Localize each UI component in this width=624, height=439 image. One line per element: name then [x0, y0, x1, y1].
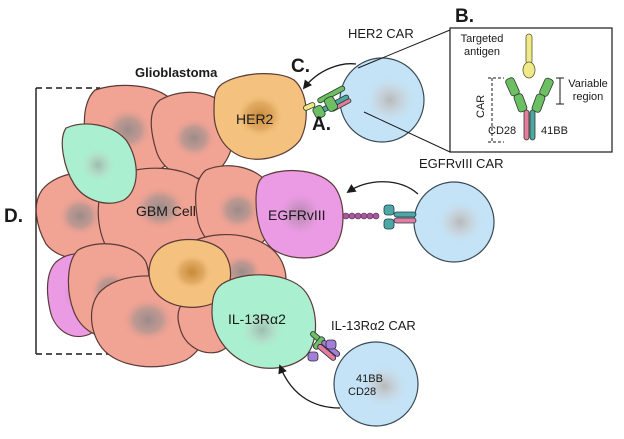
egfrviii-car-title: EGFRvIII CAR — [419, 156, 504, 171]
inset-bracket-variable-region — [556, 77, 564, 105]
il13ra2-cell — [211, 274, 317, 369]
egfrviii-cell — [255, 169, 344, 259]
inset-targeted-antigen — [522, 33, 536, 79]
tumor-bracket — [35, 87, 130, 355]
il13ra2-attack-arrow — [278, 364, 341, 409]
her2-cell — [213, 73, 307, 160]
tumor-title: Glioblastoma — [135, 65, 218, 80]
il13ra2-antigen-label: IL-13Rα2 — [228, 311, 286, 327]
her2-attack-arrow — [302, 63, 357, 90]
her2-car-receptor — [303, 85, 352, 119]
inset-zoom-lines — [357, 29, 451, 153]
panel-label-d: D. — [4, 206, 23, 227]
il13ra2-car-title: IL-13Rα2 CAR — [331, 318, 416, 333]
il13-cell-small — [61, 123, 137, 204]
il13ra2-car-t-cell — [333, 341, 419, 427]
egfrviii-car-receptor — [383, 204, 417, 230]
egfrviii-car-t-cell — [413, 181, 495, 263]
inset-41bb-label: 41BB — [541, 125, 568, 137]
inset-bracket-car — [488, 77, 504, 143]
il13-car-cd28-label: CD28 — [348, 386, 376, 398]
inset-car-schematic — [505, 77, 554, 141]
il13-car-41bb-label: 41BB — [356, 373, 383, 385]
panel-label-c: C. — [291, 56, 310, 77]
egfrviii-antigen-chain — [342, 212, 380, 220]
inset-cd28-label: CD28 — [488, 125, 516, 137]
egfrviii-attack-arrow — [346, 181, 419, 195]
il13ra2-car-receptor — [307, 331, 341, 362]
panel-label-a: A. — [312, 114, 331, 135]
gbm-cell-2 — [150, 91, 235, 180]
car-structure-inset — [449, 27, 613, 153]
gbm-cell-label: GBM Cell — [136, 203, 196, 219]
inset-car-label: CAR — [475, 95, 487, 118]
egfrviii-antigen-label: EGFRvIII — [268, 207, 326, 223]
her2-car-t-cell — [339, 57, 425, 143]
tumor-mass — [35, 84, 287, 368]
panel-label-b: B. — [455, 6, 474, 27]
her2-cell-small — [148, 239, 232, 308]
her2-car-title: HER2 CAR — [348, 26, 414, 41]
her2-antigen-label: HER2 — [236, 111, 274, 127]
